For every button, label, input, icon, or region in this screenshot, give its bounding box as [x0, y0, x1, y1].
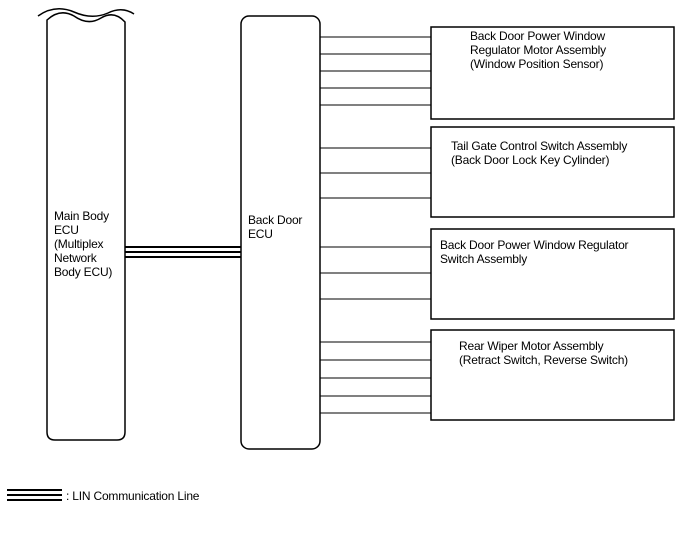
back-door-ecu-label: Back Door ECU [248, 213, 303, 241]
wires-rear-wiper-motor [320, 341, 431, 414]
assembly-label-tail-gate-switch: Tail Gate Control Switch Assembly (Back … [451, 139, 628, 167]
assembly-label-power-window-switch: Back Door Power Window Regulator Switch … [440, 238, 629, 266]
assembly-label-power-window-motor: Back Door Power Window Regulator Motor A… [470, 29, 606, 71]
assembly-box-power-window-motor [430, 26, 675, 120]
lin-bus-lines [125, 246, 241, 258]
main-body-ecu-label: Main Body ECU (Multiplex Network Body EC… [54, 209, 113, 279]
main-body-ecu-box [46, 12, 126, 441]
wires-power-window-switch [320, 246, 431, 300]
wires-tail-gate-switch [320, 147, 431, 199]
back-door-ecu-box [240, 15, 321, 450]
assembly-box-power-window-switch [430, 228, 675, 320]
legend-lin-symbol [7, 489, 62, 501]
main-body-ecu-break-line [37, 8, 135, 17]
assembly-label-rear-wiper-motor: Rear Wiper Motor Assembly (Retract Switc… [459, 339, 628, 367]
assembly-box-rear-wiper-motor [430, 329, 675, 421]
legend-label: : LIN Communication Line [66, 489, 200, 503]
wires-power-window-motor [320, 36, 431, 106]
assembly-box-tail-gate-switch [430, 126, 675, 218]
